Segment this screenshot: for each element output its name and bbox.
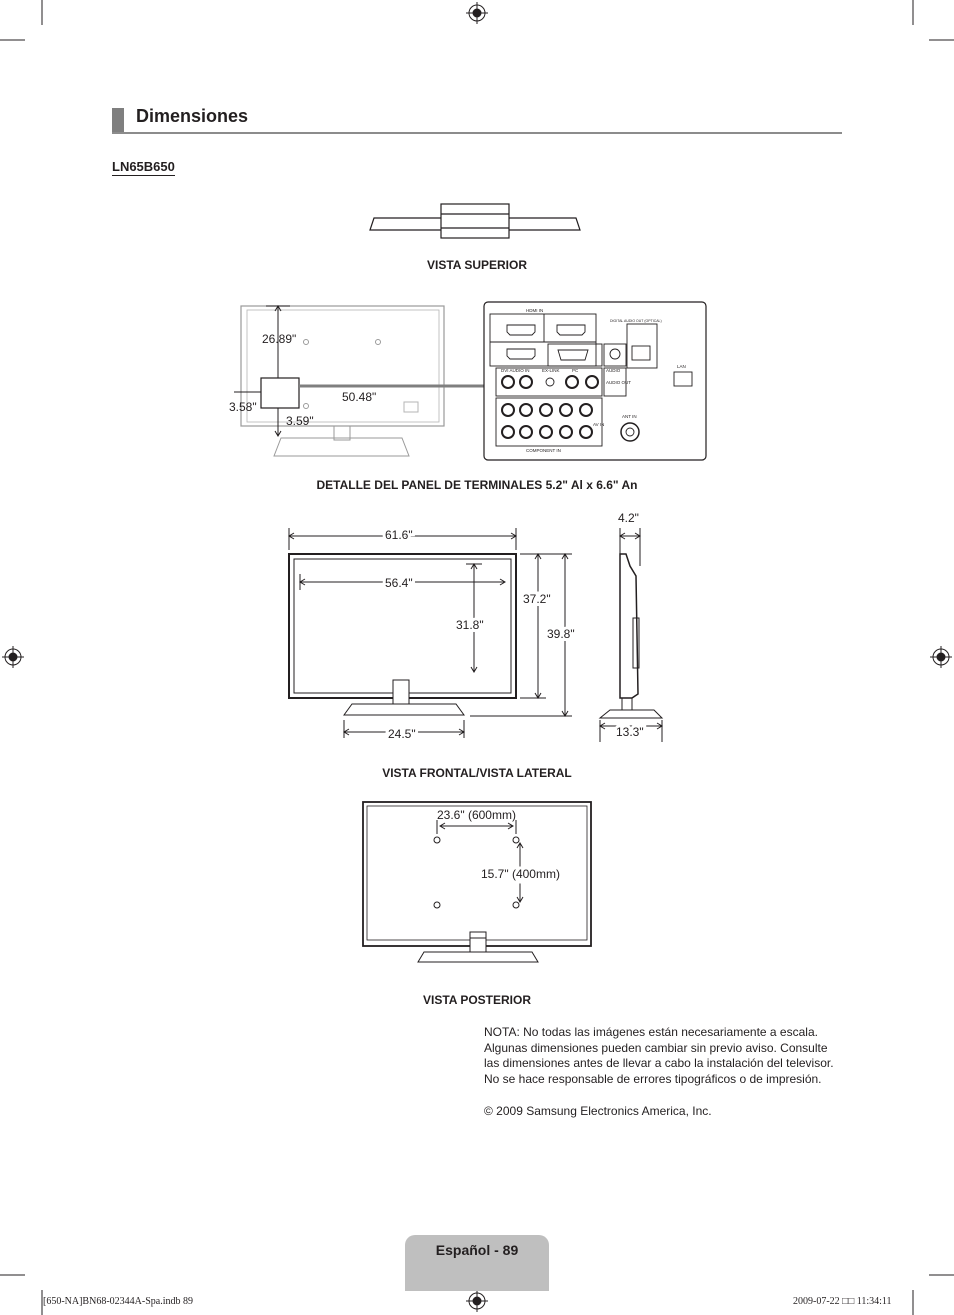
section-title: Dimensiones [136, 106, 249, 126]
connector-label-dvi-audio-in: DVI AUDIO IN [501, 368, 530, 373]
connector-label-component-in: COMPONENT IN [526, 448, 561, 453]
caption-terminal-panel: DETALLE DEL PANEL DE TERMINALES 5.2" Al … [316, 478, 638, 492]
dimension-panel-bottom: 3.59" [286, 414, 314, 428]
connector-label-ant-in: ANT IN [622, 414, 637, 419]
copyright-text: © 2009 Samsung Electronics America, Inc. [484, 1104, 712, 1118]
dimension-screen-height: 31.8" [456, 618, 484, 632]
connector-label-av-in: AV IN [593, 422, 604, 427]
page-number: Español - 89 [435, 1242, 519, 1258]
connector-label-audio-out: AUDIO OUT [606, 380, 631, 385]
caption-front-side-view: VISTA FRONTAL/VISTA LATERAL [382, 766, 572, 780]
connector-label-hdmi-in: HDMI IN [526, 308, 543, 313]
caption-rear-view: VISTA POSTERIOR [422, 993, 531, 1007]
registration-mark-left [2, 646, 24, 668]
dimension-overall-height: 39.8" [547, 627, 575, 641]
dimension-overall-width: 61.6" [385, 528, 413, 542]
dimension-panel-left: 3.58" [229, 400, 257, 414]
rear-view-diagram: 23.6" (600mm) 15.7" (400mm) [362, 801, 592, 963]
page-number-tab [405, 1235, 549, 1291]
caption-top-view: VISTA SUPERIOR [426, 258, 527, 272]
dimension-stand-depth: 13.3" [616, 725, 644, 739]
top-view-diagram [369, 203, 581, 239]
connector-label-audio: AUDIO [606, 368, 621, 373]
dimension-rear-horizontal: 23.6" (600mm) [437, 808, 516, 822]
connector-label-ex-link: EX-LINK [542, 368, 560, 373]
footer-file: [650-NA]BN68-02344A-Spa.indb 89 [43, 1296, 193, 1307]
section-rule [112, 132, 842, 134]
note-text: NOTA: No todas las imágenes están necesa… [484, 1025, 834, 1086]
model-number: LN65B650 [112, 159, 175, 176]
footer-timestamp: 2009-07-22 □□ 11:34:11 [793, 1296, 892, 1307]
connector-label-lan: LAN [677, 364, 686, 369]
dimension-side-depth: 4.2" [618, 511, 639, 525]
dimension-panel-height: 26.89" [262, 332, 296, 346]
dimension-screen-width: 56.4" [385, 576, 413, 590]
front-side-view-diagram: 61.6" 56.4" 31.8" 37.2" 39.8" 24.5" 4.2"… [288, 511, 664, 744]
registration-mark-top [466, 2, 488, 24]
connector-label-digital-audio-out: DIGITAL AUDIO OUT (OPTICAL) [610, 319, 662, 323]
registration-mark-bottom [466, 1290, 488, 1312]
dimension-stand-width: 24.5" [388, 727, 416, 741]
terminal-panel-diagram: HDMI IN DIGITAL AUDIO OUT (OPTICAL) LAN … [229, 301, 707, 461]
connector-label-pc: PC [572, 368, 579, 373]
dimension-rear-vertical: 15.7" (400mm) [481, 867, 560, 881]
dimension-panel-width: 50.48" [342, 390, 376, 404]
registration-mark-right [930, 646, 952, 668]
section-marker [112, 108, 124, 132]
dimension-body-height: 37.2" [523, 592, 551, 606]
